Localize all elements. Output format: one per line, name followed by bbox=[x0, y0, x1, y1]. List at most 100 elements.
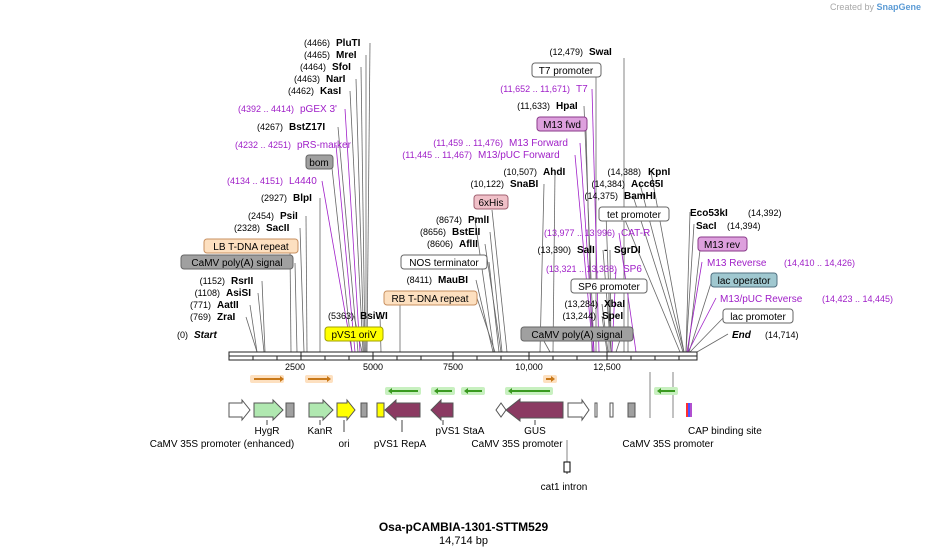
pvs1-repa-arrow bbox=[384, 398, 421, 422]
site-maubi: MauBI bbox=[438, 275, 468, 286]
m13-rev-box bbox=[697, 236, 748, 252]
site-kpni: KpnI bbox=[648, 167, 670, 178]
primer-range: (11,652 .. 11,671) bbox=[500, 84, 570, 94]
credit-prefix: Created by bbox=[829, 2, 874, 12]
camv35s-arrow-2 bbox=[567, 398, 590, 422]
site-pos: (8656) bbox=[420, 227, 446, 237]
site-acc65i: Acc65I bbox=[631, 179, 663, 190]
orf-arrow-reverse bbox=[508, 388, 550, 394]
site-pos: (13,284) bbox=[564, 299, 598, 309]
primer-m13-reverse: M13 Reverse bbox=[707, 258, 767, 269]
site-pos: (14,384) bbox=[591, 179, 625, 189]
sequence-ruler: 2500 5000 7500 10,000 12,500 bbox=[228, 351, 698, 372]
orf-arrow-reverse bbox=[388, 388, 418, 394]
his6-label: 6xHis bbox=[478, 198, 503, 209]
ruler-tick-10000: 10,000 bbox=[515, 362, 543, 372]
cap-site-label: CAP binding site bbox=[688, 426, 762, 437]
site-sali: SalI bbox=[577, 245, 595, 256]
primer-range: (13,977 .. 13,996) bbox=[544, 228, 615, 238]
camv35s-arrow-1 bbox=[495, 402, 507, 418]
ori-arrow bbox=[336, 398, 356, 422]
site-pos: (8411) bbox=[407, 275, 432, 285]
hygr-arrow bbox=[253, 398, 284, 422]
bom-label-box bbox=[305, 154, 334, 170]
hygr-label: HygR bbox=[254, 426, 279, 437]
camv35s-enhanced-label: CaMV 35S promoter (enhanced) bbox=[150, 439, 295, 450]
primer-sp6: SP6 bbox=[623, 264, 642, 275]
site-aflii: AflII bbox=[459, 239, 478, 250]
site-pluti: PluTI bbox=[336, 38, 361, 49]
orf-arrow bbox=[546, 376, 555, 382]
site-sgrdi: SgrDI bbox=[614, 245, 641, 256]
site-blpi: BlpI bbox=[293, 193, 312, 204]
site-pos: (13,244) bbox=[562, 311, 596, 321]
lac-promoter-label: lac promoter bbox=[730, 312, 786, 323]
end-label: End bbox=[732, 330, 752, 341]
site-pos: (5363) bbox=[328, 311, 354, 321]
site-pos: (11,633) bbox=[517, 101, 550, 111]
site-pos: (13,390) bbox=[537, 245, 571, 255]
site-pos: (14,375) bbox=[584, 191, 618, 201]
ruler-tick-2500: 2500 bbox=[285, 362, 305, 372]
site-bstz17i: BstZ17I bbox=[289, 122, 325, 133]
site-pos: (2927) bbox=[261, 193, 287, 203]
orf-arrow bbox=[308, 376, 331, 382]
primer-prs-marker: pRS-marker bbox=[297, 140, 352, 151]
tet-promoter-box bbox=[598, 206, 670, 222]
kanr-label: KanR bbox=[307, 426, 332, 437]
primer-range: (13,321 .. 13,338) bbox=[546, 264, 617, 274]
site-pos: (4466) bbox=[304, 38, 330, 48]
camv35s-label-1: CaMV 35S promoter bbox=[471, 439, 563, 450]
camv35s-label-2: CaMV 35S promoter bbox=[622, 439, 714, 450]
pvs1-oriv-label-box bbox=[324, 326, 384, 342]
ruler-tick-12500: 12,500 bbox=[593, 362, 621, 372]
pvs1-staa-label: pVS1 StaA bbox=[436, 426, 485, 437]
camv-polya-label-1: CaMV poly(A) signal bbox=[191, 258, 282, 269]
svg-text:-: - bbox=[604, 245, 607, 256]
credit-brand: SnapGene bbox=[876, 2, 921, 12]
sp6-promoter-label: SP6 promoter bbox=[578, 282, 640, 293]
primer-pgex3: pGEX 3' bbox=[300, 104, 337, 115]
kanr-arrow bbox=[308, 398, 334, 422]
m13-fwd-box bbox=[536, 116, 588, 132]
nos-term-label: NOS terminator bbox=[409, 258, 479, 269]
site-pos: (4464) bbox=[300, 62, 326, 72]
bom-box bbox=[360, 402, 368, 418]
ori-label: ori bbox=[338, 439, 349, 450]
small-feature bbox=[594, 402, 598, 418]
start-pos: (0) bbox=[177, 330, 188, 340]
feature-boxes: bom LB T-DNA repeat CaMV poly(A) signal … bbox=[180, 62, 794, 342]
primer-range: (14,423 .. 14,445) bbox=[822, 294, 893, 304]
site-mrei: MreI bbox=[336, 50, 357, 61]
his6-box bbox=[473, 194, 509, 210]
primer-cat-r: CAT-R bbox=[621, 228, 650, 239]
site-asisi: AsiSI bbox=[226, 288, 251, 299]
feature-labels-below: HygR CaMV 35S promoter (enhanced) KanR o… bbox=[150, 426, 762, 493]
site-pos: (2328) bbox=[234, 223, 260, 233]
primer-m13-puc-reverse: M13/pUC Reverse bbox=[720, 294, 803, 305]
primer-range: (4232 .. 4251) bbox=[235, 140, 291, 150]
site-pos: (10,122) bbox=[470, 179, 504, 189]
site-snabi: SnaBI bbox=[510, 179, 539, 190]
cap-site-bar bbox=[686, 403, 688, 417]
lac-promoter-box bbox=[722, 308, 794, 324]
lb-tdna-label: LB T-DNA repeat bbox=[213, 242, 289, 253]
site-pos: (4465) bbox=[304, 50, 330, 60]
site-xbai: XbaI bbox=[604, 299, 625, 310]
site-pos: (14,388) bbox=[607, 167, 641, 177]
primer-range: (11,445 .. 11,467) bbox=[402, 150, 472, 160]
plasmid-length: 14,714 bp bbox=[439, 535, 488, 547]
tet-promoter-label: tet promoter bbox=[607, 210, 662, 221]
site-pos: (4463) bbox=[294, 74, 320, 84]
gus-arrow bbox=[505, 397, 564, 423]
site-pos: (769) bbox=[190, 312, 211, 322]
small-feature bbox=[609, 402, 614, 418]
site-pmli: PmlI bbox=[468, 215, 489, 226]
enzyme-site-labels: (4466) PluTI (4465) MreI (4464) SfoI (44… bbox=[177, 38, 799, 341]
site-zrai: ZraI bbox=[217, 312, 236, 323]
camv-polya-label-2: CaMV poly(A) signal bbox=[531, 330, 622, 341]
orf-arrow-reverse bbox=[657, 388, 675, 394]
site-rsrii: RsrII bbox=[231, 276, 253, 287]
snapgene-credit: Created by SnapGene bbox=[830, 2, 921, 12]
